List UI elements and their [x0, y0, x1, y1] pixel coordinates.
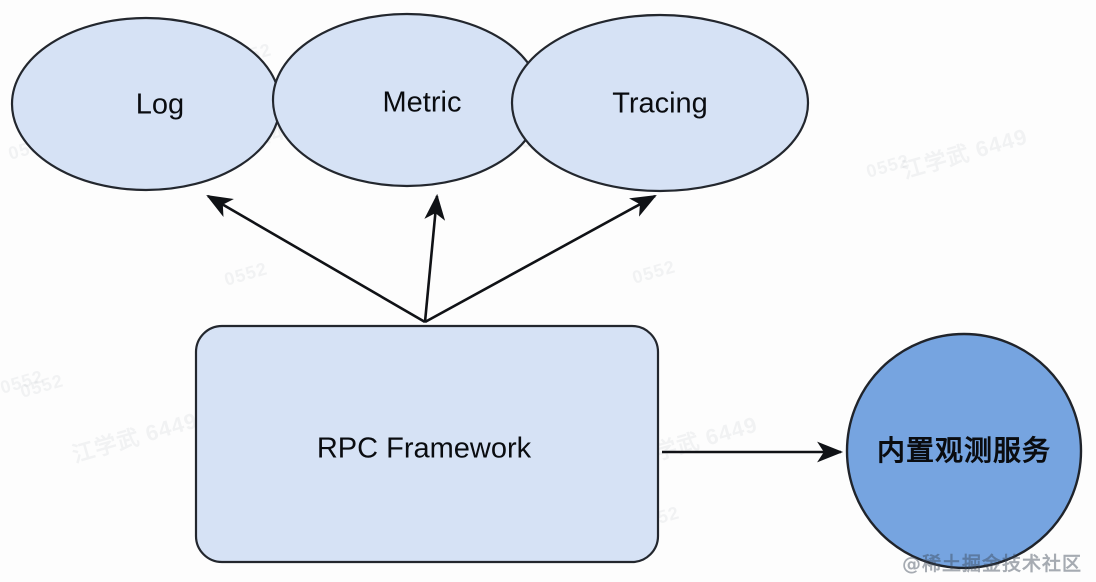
node-metric[interactable]: Metric [271, 12, 543, 188]
tracing-label: Tracing [612, 88, 708, 120]
edge-rpc-to-log [206, 194, 426, 324]
node-observability-service[interactable]: 内置观测服务 [845, 332, 1083, 570]
node-tracing[interactable]: Tracing [510, 13, 810, 193]
log-label: Log [136, 89, 184, 121]
rpc-framework-box[interactable] [194, 324, 660, 564]
edge-group [206, 193, 844, 463]
tracing-ellipse[interactable] [510, 13, 810, 193]
metric-label: Metric [383, 87, 462, 119]
rpc-framework-label: RPC Framework [317, 433, 532, 465]
edge-rpc-to-tracing [424, 194, 657, 324]
observability-service-circle[interactable] [845, 332, 1083, 570]
edge-rpc-to-metric [423, 193, 446, 323]
node-rpc-framework[interactable]: RPC Framework [194, 324, 660, 564]
observability-service-label: 内置观测服务 [877, 434, 1051, 467]
node-log[interactable]: Log [10, 16, 282, 192]
